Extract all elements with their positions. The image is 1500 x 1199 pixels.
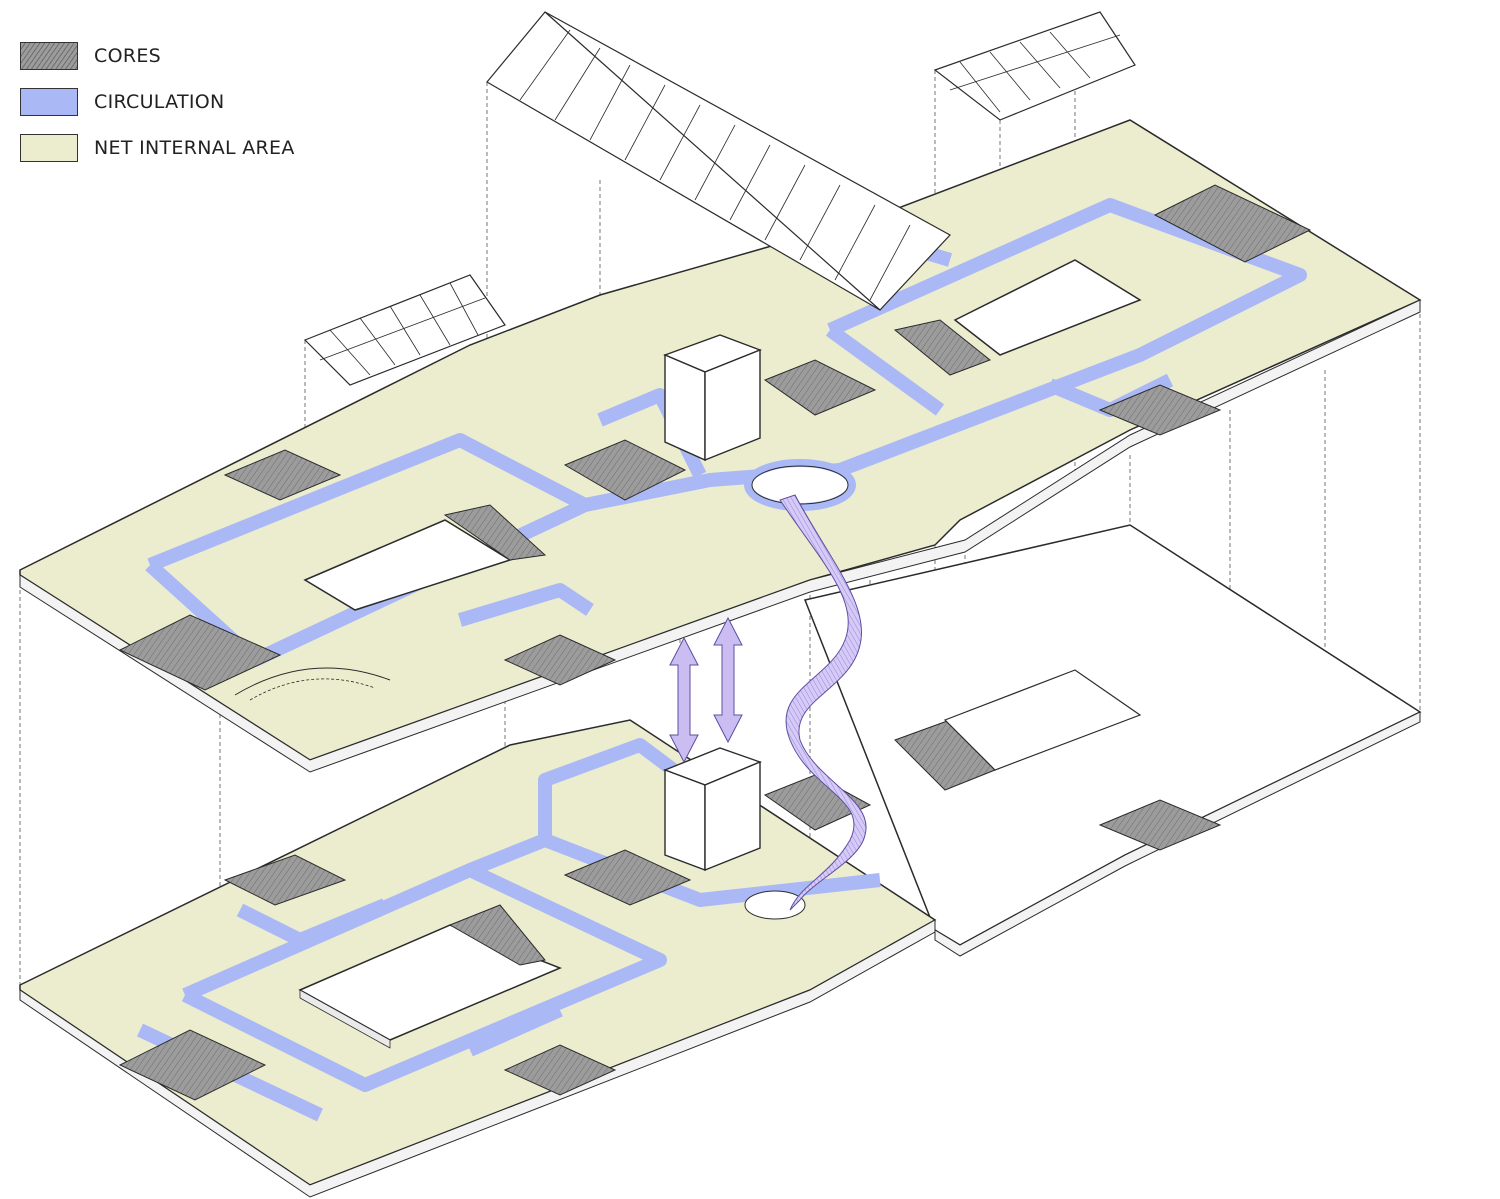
legend-item-net-internal-area: NET INTERNAL AREA xyxy=(20,134,340,180)
legend-item-cores: CORES xyxy=(20,42,340,88)
upper-floor xyxy=(19,119,1422,773)
roof-structures xyxy=(303,11,1136,386)
legend-item-circulation: CIRCULATION xyxy=(20,88,340,134)
upper-floor-cores xyxy=(118,184,1312,691)
upper-lift-tower xyxy=(663,334,762,462)
lower-lift-tower xyxy=(663,747,762,872)
legend-label: NET INTERNAL AREA xyxy=(94,137,295,159)
upper-floor-east-atrium xyxy=(953,259,1142,356)
lower-floor xyxy=(19,524,1422,1198)
lower-floor-cores xyxy=(118,719,1222,1101)
legend-label: CORES xyxy=(94,45,161,67)
legend-label: CIRCULATION xyxy=(94,91,225,113)
main-skylight xyxy=(486,11,951,311)
lift-arrows xyxy=(669,616,743,764)
vertical-connectors xyxy=(669,494,867,911)
cores-swatch xyxy=(20,42,78,70)
legend: CORES CIRCULATION NET INTERNAL AREA xyxy=(20,42,340,180)
lower-floor-empty-wing xyxy=(803,524,1422,946)
east-skylight xyxy=(933,11,1136,121)
circulation-swatch xyxy=(20,88,78,116)
net-internal-area-swatch xyxy=(20,134,78,162)
spiral-ramp xyxy=(779,494,867,911)
